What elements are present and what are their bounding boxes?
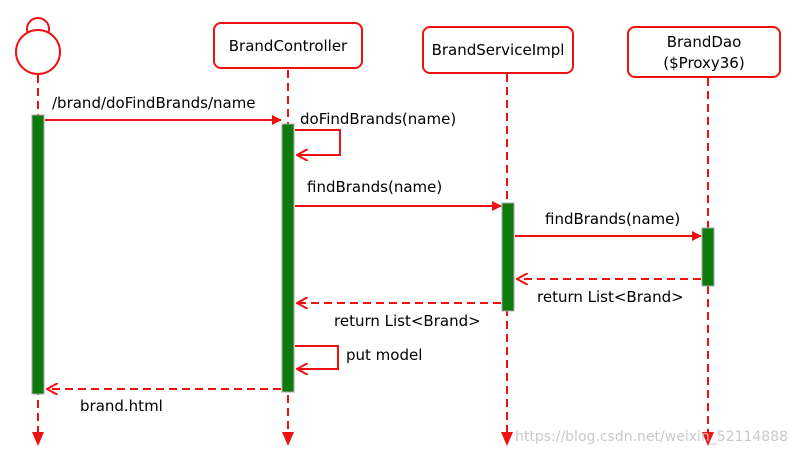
message-arrow-self-putmodel	[295, 345, 339, 369]
activation-service	[501, 202, 515, 312]
message-label-findbrands-dao: findBrands(name)	[545, 210, 680, 228]
activation-actor	[31, 114, 45, 395]
message-label-response: brand.html	[80, 397, 163, 415]
participant-dao-label-line2: ($Proxy36)	[663, 54, 744, 72]
message-label-putmodel: put model	[346, 346, 422, 364]
lifeline-controller-arrow	[282, 432, 294, 446]
participant-dao[interactable]: BrandDao ($Proxy36)	[627, 26, 781, 78]
lifeline-service-arrow	[501, 432, 513, 446]
boundary-actor-icon	[15, 17, 61, 75]
activation-controller	[281, 123, 295, 393]
lifeline-actor-arrow	[32, 432, 44, 446]
lifeline-dao-arrow	[702, 432, 714, 446]
activation-dao	[701, 227, 715, 287]
participant-controller-label: BrandController	[229, 37, 348, 55]
watermark-text: https://blog.csdn.net/weixin_52114888	[515, 429, 788, 445]
message-label-dofindbrands: doFindBrands(name)	[300, 110, 456, 128]
message-label-return-service: return List<Brand>	[334, 312, 481, 330]
participant-controller[interactable]: BrandController	[213, 22, 363, 69]
participant-service-label: BrandServiceImpl	[432, 41, 565, 59]
message-label-return-dao: return List<Brand>	[537, 288, 684, 306]
participant-service[interactable]: BrandServiceImpl	[422, 26, 574, 74]
message-arrow-self-dofindbrands	[295, 129, 341, 155]
message-label-findbrands-service: findBrands(name)	[307, 178, 442, 196]
participant-dao-label-line1: BrandDao	[667, 33, 742, 51]
message-label-request: /brand/doFindBrands/name	[52, 94, 256, 112]
